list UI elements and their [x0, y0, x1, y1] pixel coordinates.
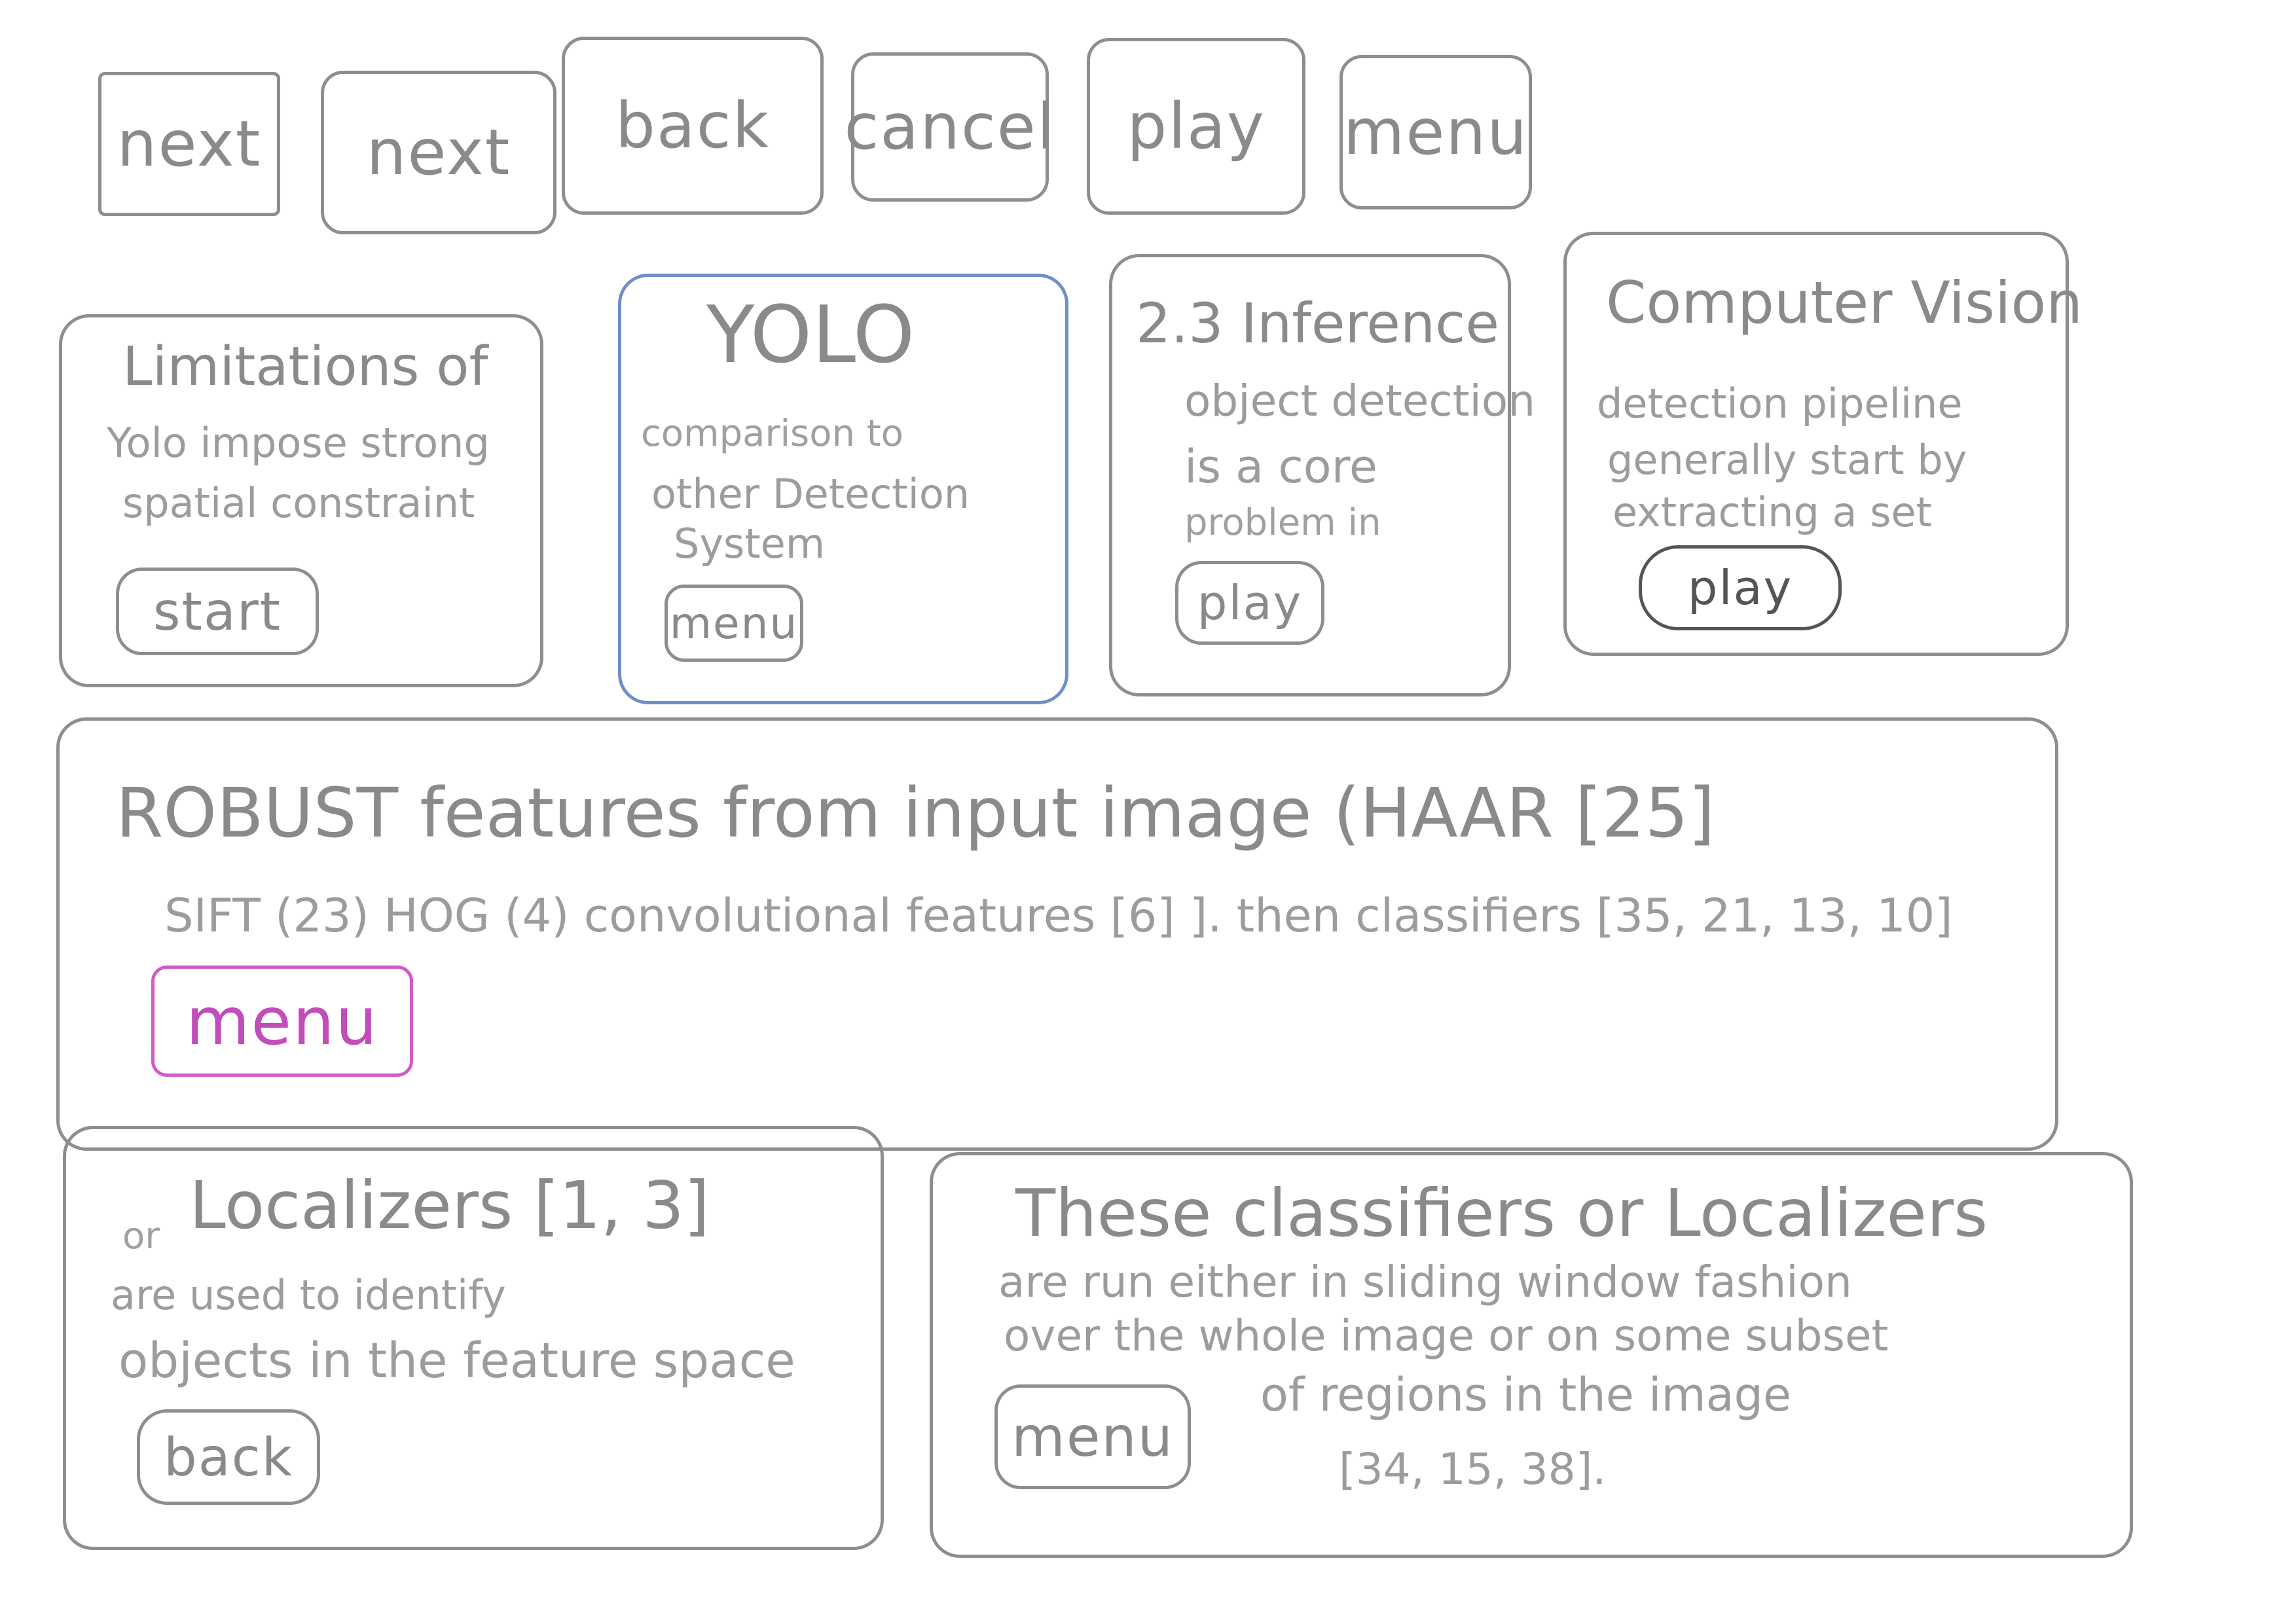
play-button[interactable]: play [1087, 38, 1305, 215]
limitations-title: Limitations of [122, 336, 488, 398]
start-button[interactable]: start [116, 568, 319, 655]
inference-line-3: problem in [1184, 501, 1381, 544]
robust-menu-button[interactable]: menu [151, 965, 413, 1077]
inference-line-2: is a core [1184, 440, 1377, 494]
classifiers-line-1: are run either in sliding window fashion [998, 1257, 1852, 1307]
yolo-menu-button[interactable]: menu [665, 585, 803, 662]
yolo-title: YOLO [706, 290, 915, 381]
classifiers-card: These classifiers or Localizers are run … [930, 1152, 2133, 1558]
computer-vision-play-button[interactable]: play [1639, 545, 1842, 630]
computer-vision-title: Computer Vision [1606, 269, 2083, 336]
inference-line-1: object detection [1184, 376, 1536, 426]
computer-vision-line-3: extracting a set [1613, 488, 1932, 536]
computer-vision-line-2: generally start by [1607, 436, 1967, 484]
yolo-line-3: System [674, 520, 826, 568]
localizers-card: or Localizers [1, 3] are used to identif… [63, 1126, 884, 1550]
computer-vision-card: Computer Vision detection pipeline gener… [1563, 232, 2083, 656]
next-button-2[interactable]: next [321, 71, 556, 234]
localizers-line-1: are used to identify [111, 1271, 506, 1319]
localizers-title: Localizers [1, 3] [189, 1167, 710, 1244]
next-button-1[interactable]: next [98, 72, 280, 216]
classifiers-menu-button[interactable]: menu [994, 1384, 1191, 1489]
robust-features-card: ROBUST features from input image (HAAR [… [56, 717, 2058, 1151]
classifiers-line-2: over the whole image or on some subset [1004, 1310, 1889, 1361]
yolo-line-2: other Detection [651, 470, 970, 518]
robust-features-line: SIFT (23) HOG (4) convolutional features… [164, 889, 1953, 943]
back-button[interactable]: back [562, 37, 824, 215]
classifiers-line-3: of regions in the image [1260, 1368, 1792, 1422]
localizers-line-2: objects in the feature space [118, 1333, 795, 1389]
inference-title: 2.3 Inference [1136, 291, 1500, 355]
localizers-back-button[interactable]: back [137, 1409, 320, 1505]
robust-features-title: ROBUST features from input image (HAAR [… [116, 773, 1715, 853]
inference-play-button[interactable]: play [1175, 561, 1324, 645]
limitations-line-2: spatial constraint [122, 479, 475, 527]
localizers-prefix: or [122, 1215, 160, 1257]
limitations-card: Limitations of Yolo impose strong spatia… [59, 314, 543, 687]
menu-button[interactable]: menu [1339, 55, 1532, 209]
cancel-button[interactable]: cancel [845, 52, 1054, 202]
limitations-line-1: Yolo impose strong [107, 419, 490, 467]
inference-card: 2.3 Inference object detection is a core… [1109, 254, 1535, 696]
yolo-line-1: comparison to [641, 412, 903, 455]
classifiers-title: These classifiers or Localizers [1015, 1175, 1988, 1252]
computer-vision-line-1: detection pipeline [1597, 380, 1963, 427]
classifiers-line-4: [34, 15, 38]. [1339, 1444, 1607, 1494]
yolo-card: YOLO comparison to other Detection Syste… [618, 274, 1068, 704]
